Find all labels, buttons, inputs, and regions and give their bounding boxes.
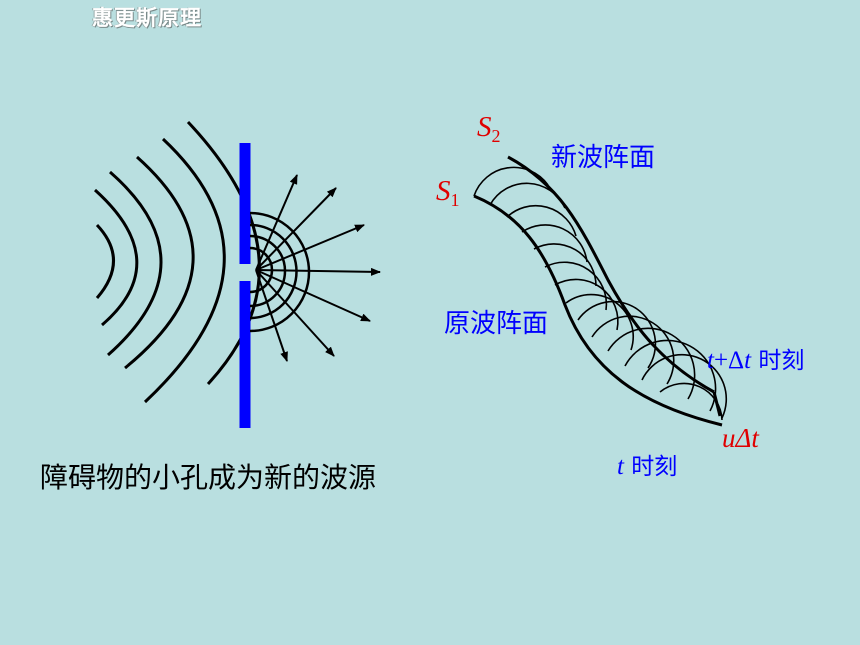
original-wavefront [473,194,723,427]
t-plus-dt-label: t+Δt 时刻 [707,347,804,374]
ray-arrow [255,267,381,276]
diffraction-rays [255,174,381,362]
page-title: 惠更斯原理 [92,6,202,30]
new-wavefront-label: 新波阵面 [551,143,655,173]
wavelet-arc [489,182,566,209]
incoming-wavefronts [93,120,261,404]
s2-label: S2 [477,111,501,146]
u-dt-label: uΔt [722,423,760,453]
ray-arrow [255,174,298,271]
incoming-wavefront [93,188,139,327]
new-wavefront-end [712,391,722,417]
wavelet-arc [641,353,728,419]
s1-label: S1 [436,175,460,210]
wavelet-arc [544,261,608,311]
wavelet-arc [591,315,675,385]
secondary-wavelets [473,166,728,421]
incoming-wavefront [95,223,115,299]
incoming-wavefront [143,137,226,404]
wavefront-curves [473,155,723,427]
ray-arrow [255,224,365,271]
original-wavefront-label: 原波阵面 [444,309,548,339]
wavelet-arc [533,243,597,287]
ray-arrow [255,269,288,362]
wavelet-arc [473,166,549,197]
wavelet-arc [521,224,588,263]
wavelet-arc [659,382,723,421]
right-figure-labels: S2 S1 新波阵面 原波阵面 t+Δt 时刻 uΔt t 时刻 [436,111,804,480]
wavelet-arc [577,300,657,369]
incoming-wavefront [124,155,195,370]
new-wavefront [507,155,715,394]
incoming-wavefront [107,170,163,357]
wavelet-arc [506,204,577,237]
incoming-wavefront [186,120,261,386]
ray-arrow [255,269,335,357]
ray-arrow [255,187,337,271]
ray-arrow [255,269,371,322]
figure-caption: 障碍物的小孔成为新的波源 [40,461,377,494]
t-time-label: t 时刻 [617,453,677,480]
wavelet-arc [624,339,717,412]
wavelet-arc [565,293,634,351]
